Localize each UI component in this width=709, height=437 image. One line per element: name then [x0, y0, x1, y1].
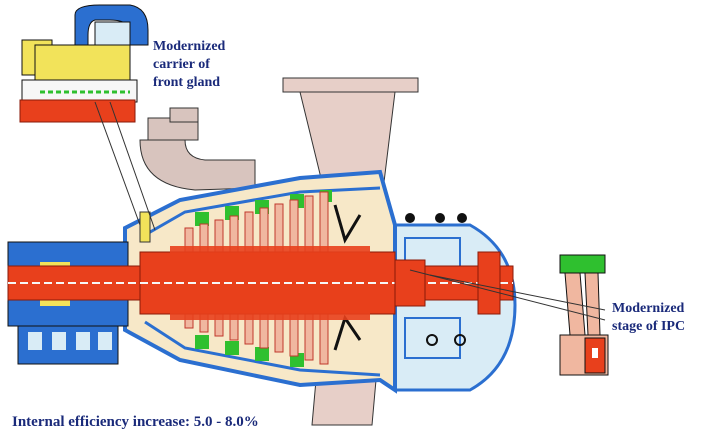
front-bearing-housing — [7, 211, 151, 365]
front-gland-inset — [19, 4, 149, 123]
stator-blades-lower — [195, 335, 304, 367]
front-gland-label: Modernized carrier of front gland — [153, 39, 226, 91]
rotor-blades-upper — [184, 191, 329, 257]
ipc-stage-label: Modernized stage of IPC — [612, 301, 686, 335]
inlet-pipe — [139, 107, 256, 191]
rotor-shaft — [7, 246, 514, 320]
leader-lines — [94, 101, 606, 321]
efficiency-caption: Internal efficiency increase: 5.0 - 8.0% — [12, 414, 259, 430]
